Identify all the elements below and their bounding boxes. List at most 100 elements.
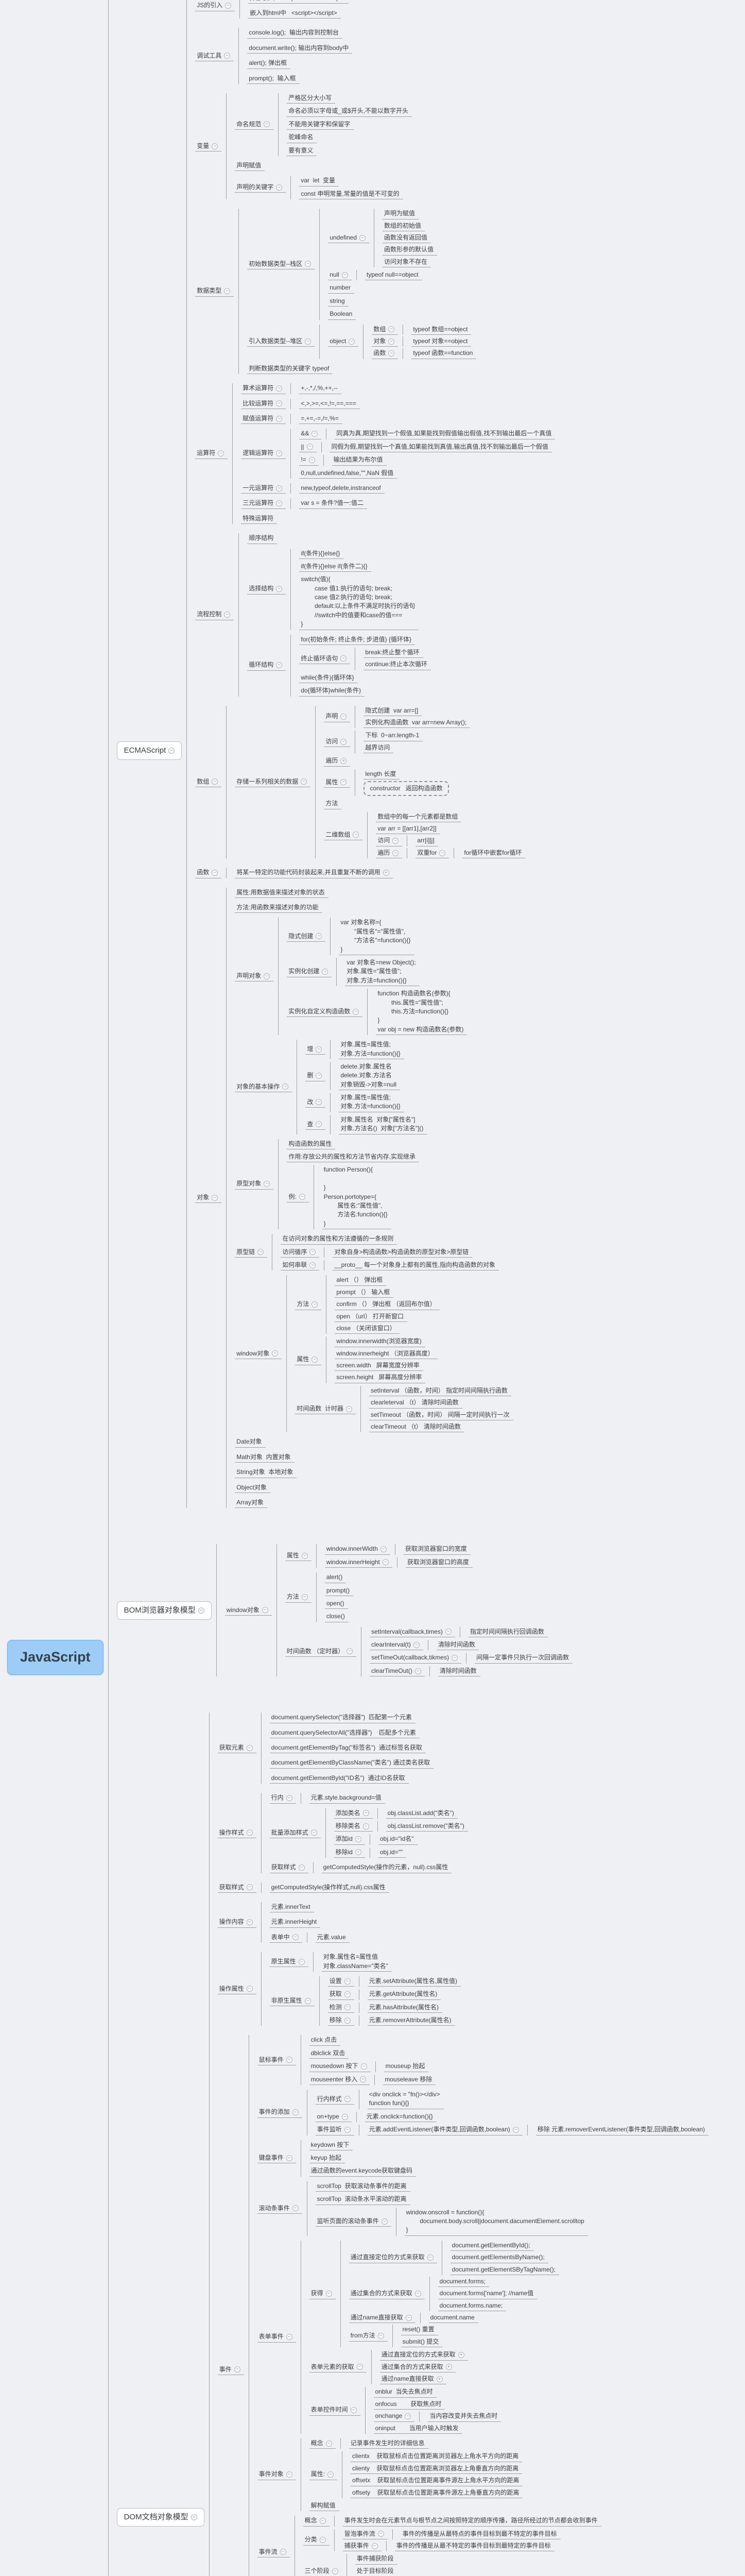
topic[interactable]: 对象的基本操作− [235,1082,292,1093]
collapse-icon[interactable]: − [322,969,328,975]
topic[interactable]: 方法− [285,1592,311,1603]
topic[interactable]: undefined− [328,233,370,244]
topic[interactable]: document.querySelectorAll("选择器") 匹配多个元素 [269,1728,420,1739]
collapse-icon[interactable]: − [353,832,359,838]
expand-icon[interactable]: + [383,869,389,876]
collapse-icon[interactable]: − [344,1978,351,1985]
topic[interactable]: object− [328,336,359,347]
topic[interactable]: var arr = [[arr1],[arr2]] [376,824,440,835]
collapse-icon[interactable]: − [305,261,311,267]
collapse-icon[interactable]: − [276,184,283,191]
topic[interactable]: setTimeout （函数，时间） 间隔一定时间执行一次 [369,1410,513,1421]
topic[interactable]: 时间函数 （定时器）− [285,1647,357,1657]
topic[interactable]: 数据类型− [195,286,234,297]
branch-topic[interactable]: ECMAScript− [116,741,182,760]
collapse-icon[interactable]: − [350,2407,357,2414]
collapse-icon[interactable]: − [344,2126,351,2133]
collapse-icon[interactable]: − [286,2057,292,2063]
topic[interactable]: 驼峰命名 [287,132,317,143]
topic[interactable]: dblclick 双击 [309,2048,349,2059]
collapse-icon[interactable]: − [380,1546,387,1553]
expand-icon[interactable]: + [340,757,347,764]
collapse-icon[interactable]: − [304,1997,311,2004]
collapse-icon[interactable]: − [212,143,218,149]
topic[interactable]: 移除 元素.removerEventListener(事件类型,回调函数,boo… [535,2125,709,2136]
collapse-icon[interactable]: − [316,1099,322,1106]
collapse-icon[interactable]: − [316,1072,322,1079]
topic[interactable]: 查− [305,1120,326,1130]
collapse-icon[interactable]: − [264,973,270,979]
topic[interactable]: alert （） 弹出框 [335,1275,387,1286]
topic[interactable]: 声明为赋值 [383,209,419,219]
topic[interactable]: 元素.hasAttribute(属性名) [367,2003,443,2013]
topic[interactable]: 通过直接定位的方式来获取− [349,2252,437,2263]
topic[interactable]: setInterval(callback,times)− [370,1627,455,1638]
topic[interactable]: 同真为真,期望找到一个假值,如果能找到假值输出假值,找不到输出最后一个真值 [335,429,556,439]
topic[interactable]: setInterval （函数，时间） 指定时间间隔执行函数 [369,1386,512,1397]
topic[interactable]: 遍历+ [324,756,351,767]
topic[interactable]: 元素.innerText [269,1902,314,1913]
topic[interactable]: alert() [324,1572,346,1583]
topic[interactable]: close() [324,1612,349,1622]
topic[interactable]: 同假为假,期望找到一个真值,如果能找到真值,输出真值,找不到输出最后一个假值 [330,442,552,453]
topic[interactable]: const 申明常量,常量的值是不可变的 [299,189,403,200]
topic[interactable]: 行内样式− [315,2094,354,2105]
collapse-icon[interactable]: − [218,450,224,457]
topic[interactable]: 实例化自定义构造函数− [287,1007,363,1018]
topic[interactable]: document.forms['name']; //name值 [438,2289,538,2299]
topic[interactable]: 终止循环语句− [299,654,351,665]
topic[interactable]: mouseleave 移除 [383,2075,436,2086]
topic[interactable]: 运算符− [195,448,228,459]
topic[interactable]: <div onclick = "fn()></div> function fun… [367,2090,444,2109]
topic[interactable]: 数组的初始值 [383,221,425,231]
collapse-icon[interactable]: − [246,1884,253,1891]
collapse-icon[interactable]: − [349,338,355,345]
topic[interactable]: 流程控制− [195,609,234,620]
topic[interactable]: function Person(){ } Person.portotype={ … [322,1165,391,1230]
topic[interactable]: 事件监听− [315,2125,354,2136]
collapse-icon[interactable]: − [306,444,313,450]
topic[interactable]: window对象− [235,1349,282,1360]
topic[interactable]: 嵌入到html中 <script></script> [248,8,341,19]
collapse-icon[interactable]: − [452,1655,458,1662]
topic[interactable]: setTimeOut(callback,tikmes)− [370,1653,462,1664]
collapse-icon[interactable]: − [246,1986,253,1992]
topic[interactable]: obj.classList.remove("类名") [386,1821,468,1832]
topic[interactable]: mousedown 按下− [309,2061,371,2072]
collapse-icon[interactable]: − [246,1744,253,1751]
topic[interactable]: open() [324,1599,348,1609]
topic[interactable]: do{循环体}while(条件) [299,686,365,697]
collapse-icon[interactable]: − [377,2332,384,2339]
topic[interactable]: window.innerWidth− [324,1544,390,1555]
topic[interactable]: onblur 当失去焦点时 [373,2387,437,2398]
topic[interactable]: 方法:用函数来描述对象的功能 [235,903,322,913]
topic[interactable]: window.innerwidth(浏览器宽度) [335,1336,425,1347]
topic[interactable]: 添加id− [334,1834,365,1845]
topic[interactable]: mouseup 抬起 [384,2061,429,2072]
topic[interactable]: 元素.innerHeight [269,1917,321,1928]
topic[interactable]: 元素.style.background=值 [309,1793,385,1804]
topic[interactable]: 事件的传播是从最不特定的事件目标到最特定的事件目标 [394,2541,555,2552]
topic[interactable]: 捕获事件− [342,2541,382,2552]
collapse-icon[interactable]: − [224,611,231,618]
topic[interactable]: 元素.onclick=function(){} [365,2112,437,2123]
collapse-icon[interactable]: − [299,1194,305,1200]
topic[interactable]: 清除时间函数 [438,1666,480,1677]
topic[interactable]: 事件对象− [257,2469,296,2480]
topic[interactable]: 键盘事件− [257,2153,296,2164]
topic[interactable]: 逻辑运算符− [241,448,286,459]
collapse-icon[interactable]: − [311,1357,318,1363]
collapse-icon[interactable]: − [286,2471,292,2478]
collapse-icon[interactable]: − [327,2471,334,2478]
topic[interactable]: 设置− [327,1976,354,1987]
collapse-icon[interactable]: − [276,586,283,592]
topic[interactable]: 增− [305,1044,326,1055]
topic[interactable]: 当内容改变并失去焦点时 [428,2411,501,2422]
collapse-icon[interactable]: − [344,2017,351,2024]
topic[interactable]: 隐式创建− [287,931,326,942]
topic[interactable]: delete.对象.属性名 delete.对象.方法名 对象销毁->对象=nul… [339,1062,401,1091]
topic[interactable]: 声明对象− [235,971,274,982]
expand-icon[interactable]: + [436,2376,443,2382]
collapse-icon[interactable]: − [286,2155,292,2161]
collapse-icon[interactable]: − [301,1594,308,1600]
